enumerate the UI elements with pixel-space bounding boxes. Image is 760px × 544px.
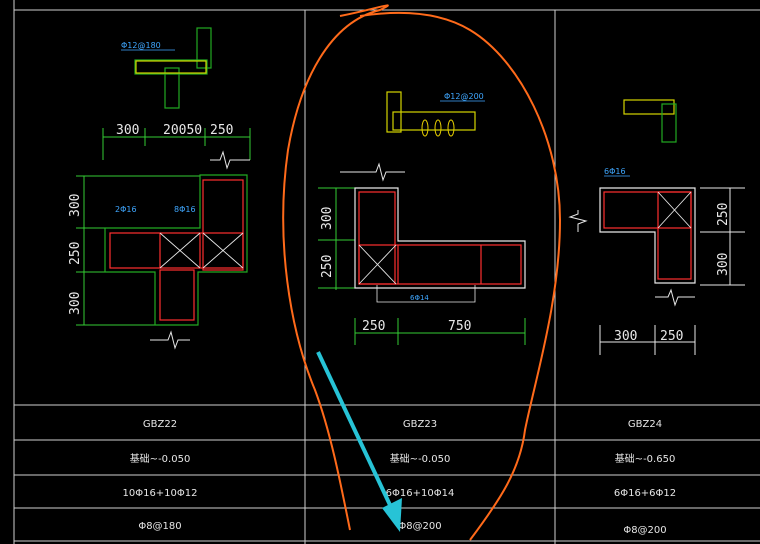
gbz24-name: GBZ24 — [628, 419, 662, 430]
gbz22-longitudinal-rebar: 10Φ16+10Φ12 — [122, 488, 197, 499]
gbz22-dim-h-3: 250 — [210, 123, 233, 138]
gbz23-bottom-callout: 6Φ14 — [410, 294, 429, 302]
gbz22-dim-v-2: 250 — [68, 242, 83, 265]
gbz23-stirrup: Φ8@200 — [398, 521, 441, 532]
gbz22-dim-v-3: 300 — [68, 292, 83, 315]
gbz23-dim-v-2: 250 — [320, 255, 335, 278]
gbz24-detail: 6Φ16 250 300 300 250 — [568, 99, 745, 355]
gbz22-name: GBZ22 — [143, 419, 177, 430]
gbz22-detail: Φ12@180 300 20050 250 300 250 300 — [68, 27, 251, 350]
gbz22-dim-v-1: 300 — [68, 194, 83, 217]
gbz23-name: GBZ23 — [403, 419, 437, 430]
gbz24-dim-h-2: 250 — [660, 329, 683, 344]
gbz22-stirrup: Φ8@180 — [138, 521, 181, 532]
gbz23-dim-v-1: 300 — [320, 207, 335, 230]
gbz24-top-callout: 6Φ16 — [604, 167, 626, 176]
gbz22-dim-h-2: 20050 — [163, 123, 202, 138]
gbz22-elevation: 基础~-0.050 — [130, 452, 191, 465]
cyan-arrow-icon — [316, 351, 402, 532]
gbz22-dim-h-1: 300 — [116, 123, 139, 138]
gbz24-dim-h-1: 300 — [614, 329, 637, 344]
gbz24-dim-v-2: 300 — [716, 253, 731, 276]
gbz22-top-callout: Φ12@180 — [121, 41, 161, 50]
gbz22-left-callout: 2Φ16 — [115, 205, 137, 214]
gbz24-longitudinal-rebar: 6Φ16+6Φ12 — [614, 488, 676, 499]
gbz23-longitudinal-rebar: 6Φ16+10Φ14 — [386, 488, 455, 499]
gbz22-right-callout: 8Φ16 — [174, 205, 196, 214]
gbz23-top-callout: Φ12@200 — [444, 92, 484, 101]
table-grid — [13, 0, 760, 544]
gbz23-dim-h-2: 750 — [448, 319, 471, 334]
schedule-table: GBZ22 GBZ23 GBZ24 基础~-0.050 基础~-0.050 基础… — [122, 419, 676, 536]
gbz23-detail: Φ12@200 300 250 6Φ14 — [318, 91, 526, 345]
freehand-ellipse-markup — [282, 4, 562, 541]
gbz23-elevation: 基础~-0.050 — [390, 452, 451, 465]
gbz23-dim-h-1: 250 — [362, 319, 385, 334]
gbz24-elevation: 基础~-0.650 — [615, 452, 676, 465]
gbz24-stirrup: Φ8@200 — [623, 525, 666, 536]
gbz24-dim-v-1: 250 — [716, 203, 731, 226]
